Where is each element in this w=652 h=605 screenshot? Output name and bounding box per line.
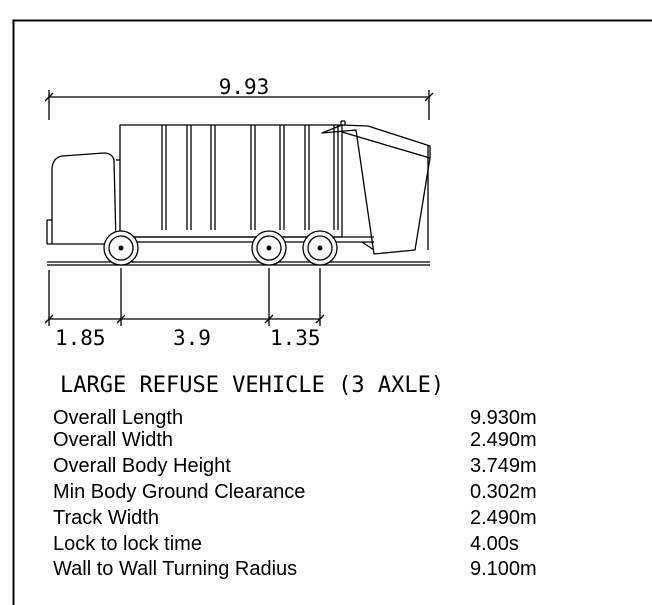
dimension-wheelbase: 3.9: [173, 326, 211, 350]
spec-label: Track Width: [53, 507, 159, 529]
spec-label: Overall Length: [53, 407, 183, 429]
dimension-axle-spacing: 1.35: [270, 326, 321, 350]
spec-value: 4.00s: [470, 533, 519, 555]
vehicle-title: LARGE REFUSE VEHICLE (3 AXLE): [60, 373, 444, 398]
spec-label: Overall Width: [53, 429, 173, 451]
overall-dimension: [44, 90, 434, 120]
body-ribs: [161, 120, 346, 230]
rear-wheel-1: [251, 230, 287, 266]
cab: [51, 152, 117, 245]
spec-value: 3.749m: [470, 455, 537, 477]
sheet-border: [12, 19, 652, 605]
overall-dimension-label: 9.93: [219, 75, 270, 99]
spec-label: Wall to Wall Turning Radius: [53, 558, 297, 580]
axle-dimension: [44, 268, 325, 326]
spec-label: Min Body Ground Clearance: [53, 481, 305, 503]
ground-line: [47, 261, 430, 266]
spec-value: 2.490m: [470, 429, 537, 451]
rear-wheel-2: [302, 230, 338, 266]
spec-value: 0.302m: [470, 481, 537, 503]
front-wheel: [103, 230, 139, 266]
truck-outline: [46, 120, 431, 255]
spec-list: Overall Length 9.930m Overall Width 2.49…: [53, 407, 537, 580]
spec-value: 9.930m: [470, 407, 537, 429]
spec-value: 2.490m: [470, 507, 537, 529]
dimension-front-overhang: 1.85: [55, 326, 106, 350]
spec-label: Lock to lock time: [53, 533, 202, 555]
spec-label: Overall Body Height: [53, 455, 231, 477]
spec-value: 9.100m: [470, 558, 537, 580]
